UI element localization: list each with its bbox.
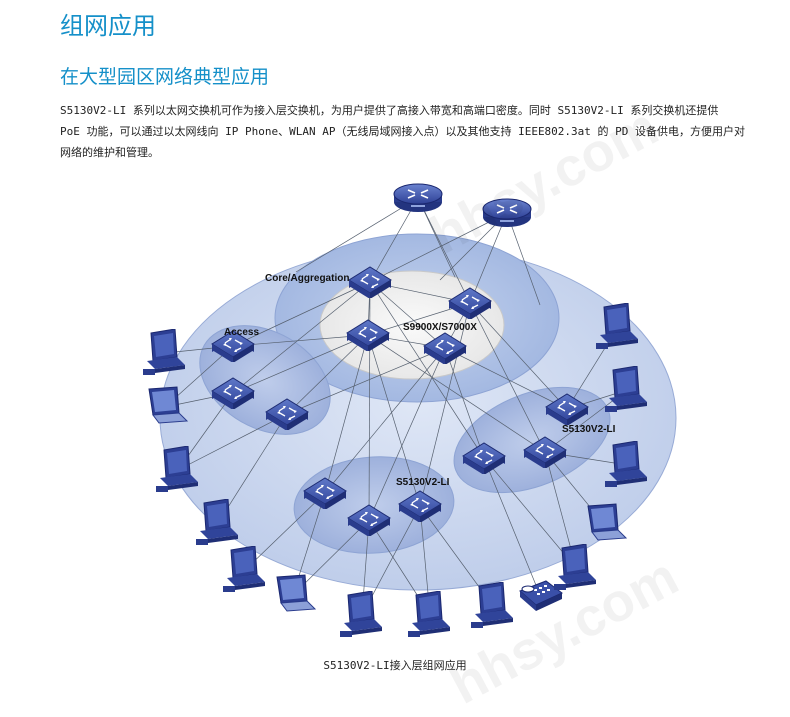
section-subtitle: 在大型园区网络典型应用 [60, 66, 270, 88]
desktop-computer-icon [470, 582, 514, 629]
desktop-computer-icon [339, 591, 383, 638]
network-diagram: Core/Aggregation Access S9900X/S7000X S5… [142, 183, 677, 638]
desktop-computer-icon [142, 329, 186, 376]
paragraph-line: 网络的维护和管理。 [60, 146, 159, 159]
core-aggregation-label: Core/Aggregation [265, 273, 349, 284]
figure-caption: S5130V2-LI接入层组网应用 [323, 659, 467, 672]
paragraph-line: S5130V2-LI 系列以太网交换机可作为接入层交换机，为用户提供了高接入带宽… [60, 104, 719, 117]
access-model-label-right: S5130V2-LI [562, 424, 616, 435]
laptop-icon [276, 574, 316, 612]
core-model-label: S9900X/S7000X [403, 322, 477, 333]
paragraph-line: PoE 功能，可以通过以太网线向 IP Phone、WLAN AP（无线局域网接… [60, 125, 746, 138]
access-zone-bottom [293, 456, 455, 554]
access-label: Access [224, 327, 259, 338]
intro-paragraph: S5130V2-LI 系列以太网交换机可作为接入层交换机，为用户提供了高接入带宽… [60, 100, 772, 163]
desktop-computer-icon [407, 591, 451, 638]
page-title: 组网应用 [60, 12, 156, 40]
access-model-label-bottom: S5130V2-LI [396, 477, 450, 488]
